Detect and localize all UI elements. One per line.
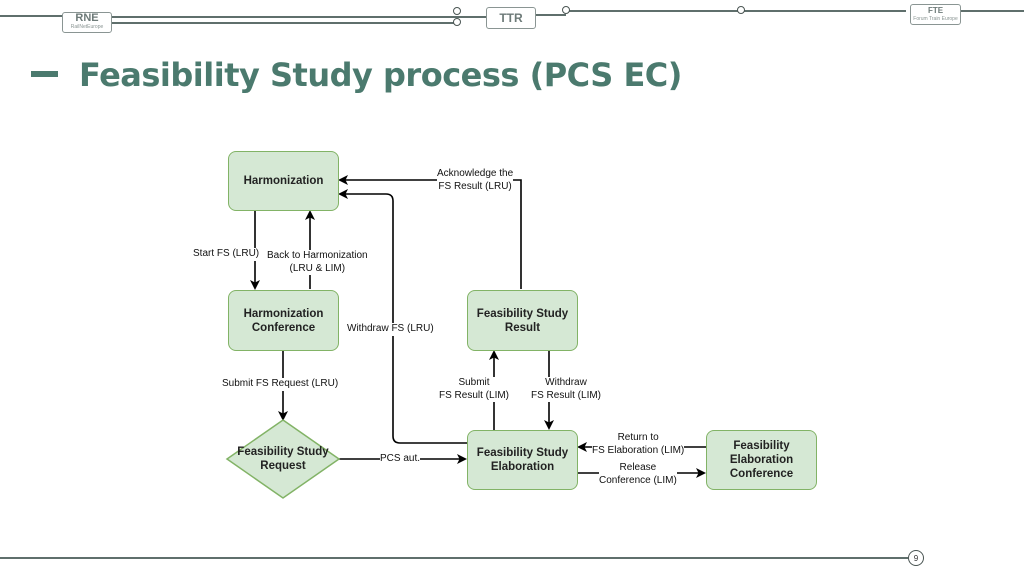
- header-line-right: [566, 10, 906, 12]
- rne-logo-text: RNE: [75, 11, 99, 24]
- fte-logo-subtext: Forum Train Europe: [913, 15, 958, 22]
- label-withdraw-fs-result: Withdraw FS Result (LIM): [531, 377, 602, 402]
- footer-line: [0, 557, 908, 559]
- node-fs-elaboration: Feasibility Study Elaboration: [467, 430, 578, 490]
- ttr-logo-text: TTR: [499, 11, 523, 25]
- header-line-far-right: [961, 10, 1024, 12]
- label-withdraw-fs: Withdraw FS (LRU): [347, 323, 434, 336]
- label-return-to-fs-elaboration: Return to FS Elaboration (LIM): [592, 432, 685, 457]
- header-dot: [737, 6, 745, 14]
- fte-logo-text: FTE: [927, 5, 944, 15]
- page-number: 9: [908, 550, 924, 566]
- label-back-to-harmonization: Back to Harmonization (LRU & LIM): [267, 250, 368, 275]
- rne-logo: RNE RailNetEurope: [62, 12, 112, 33]
- header-line-left: [0, 15, 62, 17]
- header-dot: [562, 6, 570, 14]
- header-line-mid1: [112, 16, 492, 18]
- label-release-conference: Release Conference (LIM): [599, 462, 677, 487]
- label-submit-fs-request: Submit FS Request (LRU): [222, 378, 339, 391]
- header-line-mid2: [112, 22, 457, 24]
- edge-withdraw-fs: [338, 189, 467, 444]
- rne-logo-subtext: RailNetEurope: [70, 23, 104, 30]
- header-line-right2: [536, 14, 566, 16]
- node-fs-result: Feasibility Study Result: [467, 290, 578, 351]
- node-harmonization-conference: Harmonization Conference: [228, 290, 339, 351]
- label-acknowledge: Acknowledge the FS Result (LRU): [437, 168, 514, 193]
- fte-logo: FTE Forum Train Europe: [910, 4, 961, 25]
- header-dot: [453, 7, 461, 15]
- ttr-logo: TTR: [486, 7, 536, 29]
- header-dot: [453, 18, 461, 26]
- label-start-fs: Start FS (LRU): [193, 248, 260, 261]
- fs-request-diamond: [225, 419, 341, 499]
- label-submit-fs-result: Submit FS Result (LIM): [439, 377, 510, 402]
- edge-acknowledge: [338, 175, 522, 289]
- title-bullet: [31, 71, 58, 77]
- node-fs-request: Feasibility Study Request: [237, 446, 329, 472]
- node-harmonization: Harmonization: [228, 151, 339, 211]
- node-fs-elaboration-conference: Feasibility Elaboration Conference: [706, 430, 817, 490]
- label-pcs-aut: PCS aut.: [380, 453, 421, 466]
- page-title: Feasibility Study process (PCS EC): [79, 56, 682, 94]
